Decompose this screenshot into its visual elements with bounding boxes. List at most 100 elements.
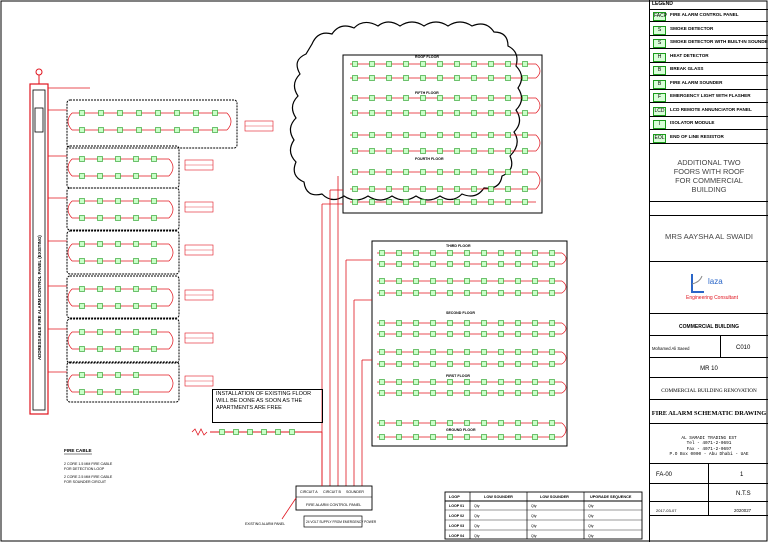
detector-icon <box>430 261 436 267</box>
detector-icon <box>481 250 487 256</box>
legend-symbol-icon: B <box>653 66 666 75</box>
detector-icon <box>79 303 85 309</box>
detector-icon <box>447 331 453 337</box>
consultant-logo <box>688 272 706 294</box>
detector-icon <box>386 132 392 138</box>
left-floor-groups <box>48 87 274 403</box>
floor-group-box <box>66 145 180 189</box>
legend-symbol-icon: H <box>653 52 666 62</box>
detector-icon <box>403 186 409 192</box>
detector-icon <box>498 320 504 326</box>
detector-icon <box>430 250 436 256</box>
detector-icon <box>379 320 385 326</box>
detector-icon <box>447 379 453 385</box>
date-bottom: 2017-03-07 <box>656 508 677 513</box>
detector-icon <box>464 434 470 440</box>
roof-floor-label: ROOF FLOOR <box>415 55 439 59</box>
loop-return <box>67 331 73 350</box>
roof-cloud <box>289 21 543 214</box>
location-cell: COMMERCIAL BUILDING <box>650 314 768 336</box>
detector-icon <box>532 434 538 440</box>
project-title-2: FOORS WITH ROOF <box>673 167 745 176</box>
detector-icon <box>430 278 436 284</box>
detector-icon <box>447 290 453 296</box>
installation-note: INSTALLATION OF EXISTING FLOOR WILL BE D… <box>212 389 323 423</box>
detector-icon <box>549 420 555 426</box>
project-title-4: BUILDING <box>691 185 727 194</box>
loop-return <box>168 331 174 350</box>
detector-icon <box>233 429 239 435</box>
detector-icon <box>420 61 426 67</box>
detector-icon <box>481 320 487 326</box>
detector-icon <box>79 127 85 133</box>
detector-icon <box>379 250 385 256</box>
detector-icon <box>549 349 555 355</box>
detector-icon <box>379 390 385 396</box>
detector-icon <box>403 75 409 81</box>
detector-icon <box>97 389 103 395</box>
detector-icon <box>379 434 385 440</box>
detector-icon <box>420 95 426 101</box>
detector-icon <box>151 173 157 179</box>
detector-icon <box>447 420 453 426</box>
detector-icon <box>117 127 123 133</box>
loop-schedule-table: LOOP LOW SOUNDER LOW SOUNDER UPGRADE SEQ… <box>444 491 643 540</box>
project-type-cell: COMMERCIAL BUILDING RENOVATION <box>650 378 768 400</box>
detector-icon <box>413 320 419 326</box>
detector-icon <box>522 132 528 138</box>
detector-icon <box>133 372 139 378</box>
detector-icon <box>155 127 161 133</box>
detector-icon <box>97 303 103 309</box>
detector-icon <box>79 346 85 352</box>
detector-icon <box>79 215 85 221</box>
project-title-3: FOR COMMERCIAL <box>675 176 743 185</box>
detector-icon <box>396 390 402 396</box>
detector-icon <box>549 290 555 296</box>
lower-floor-label: THIRD FLOOR <box>446 244 471 248</box>
detector-icon <box>498 278 504 284</box>
detector-icon <box>420 199 426 205</box>
schedule-loop-name: LOOP 04 <box>449 534 464 538</box>
detector-icon <box>464 278 470 284</box>
detector-icon <box>386 169 392 175</box>
detector-icon <box>369 110 375 116</box>
detector-icon <box>133 329 139 335</box>
detector-icon <box>532 420 538 426</box>
detector-icon <box>464 390 470 396</box>
detector-icon <box>413 290 419 296</box>
detector-icon <box>403 110 409 116</box>
detector-icon <box>379 420 385 426</box>
detector-icon <box>464 320 470 326</box>
detector-icon <box>515 349 521 355</box>
client-name: MRS AAYSHA AL SWAIDI <box>665 232 753 241</box>
detector-icon <box>481 349 487 355</box>
detector-icon <box>97 173 103 179</box>
detector-icon <box>98 127 104 133</box>
detector-icon <box>454 61 460 67</box>
detector-icon <box>352 199 358 205</box>
detector-icon <box>79 286 85 292</box>
detector-icon <box>136 110 142 116</box>
detector-icon <box>505 186 511 192</box>
detector-icon <box>379 331 385 337</box>
detector-icon <box>447 361 453 367</box>
detector-icon <box>454 110 460 116</box>
detector-icon <box>481 434 487 440</box>
detector-icon <box>488 110 494 116</box>
detector-icon <box>481 361 487 367</box>
detector-icon <box>386 148 392 154</box>
detector-icon <box>155 110 161 116</box>
schedule-qty: Qty <box>531 524 537 528</box>
detector-icon <box>413 278 419 284</box>
detector-icon <box>352 110 358 116</box>
detector-icon <box>505 61 511 67</box>
detector-icon <box>115 198 121 204</box>
detector-icon <box>488 61 494 67</box>
detector-icon <box>430 434 436 440</box>
detector-icon <box>289 429 295 435</box>
detector-icon <box>488 95 494 101</box>
detector-icon <box>454 148 460 154</box>
